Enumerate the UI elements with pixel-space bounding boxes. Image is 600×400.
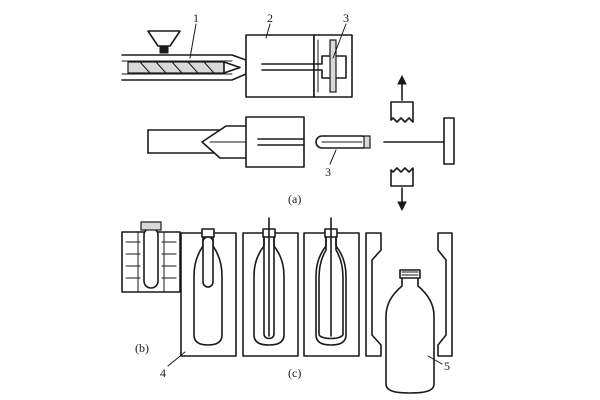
label-3-top: 3 [343,11,349,25]
injection-unit-retracted [147,125,261,159]
injection-unit [121,30,263,81]
mold-block [245,34,315,98]
core-rod-assembly [383,117,455,165]
blow-mold-2 [242,217,299,357]
hopper [147,30,181,47]
mold-block-open [245,116,305,168]
core-rod [329,39,337,93]
label-a: (a) [288,192,301,206]
injection-mold [245,34,353,98]
preform [315,135,371,149]
bottle-neck [399,269,421,279]
label-c: (c) [288,366,301,380]
screw [127,61,241,74]
mold-half-left [365,232,382,357]
lower-jaw [390,167,414,212]
mold-frame-2 [242,232,299,357]
preform-cavity [261,55,347,79]
stretched-preform-2 [263,236,275,340]
blow-mold-1 [180,228,237,357]
blow-mold-3 [303,217,360,357]
barrel-2 [147,129,227,154]
label-3-bottom: 3 [325,165,331,179]
conditioned-preform [143,227,159,289]
conditioning-station [121,221,181,293]
finished-bottle [385,269,435,394]
open-mold-halves [365,232,453,357]
label-1: 1 [193,11,199,25]
label-5: 5 [444,359,450,373]
injection-mold-open [245,116,305,168]
bottle-body [385,275,435,394]
preform-in-mold [202,236,214,288]
t-handle [443,117,455,165]
label-b: (b) [135,341,149,355]
label-2: 2 [267,11,273,25]
label-4: 4 [160,366,166,380]
inflating-preform-3 [318,236,344,340]
hopper-neck [159,45,169,54]
upper-jaw [390,74,414,123]
mold-half-right [437,232,453,357]
